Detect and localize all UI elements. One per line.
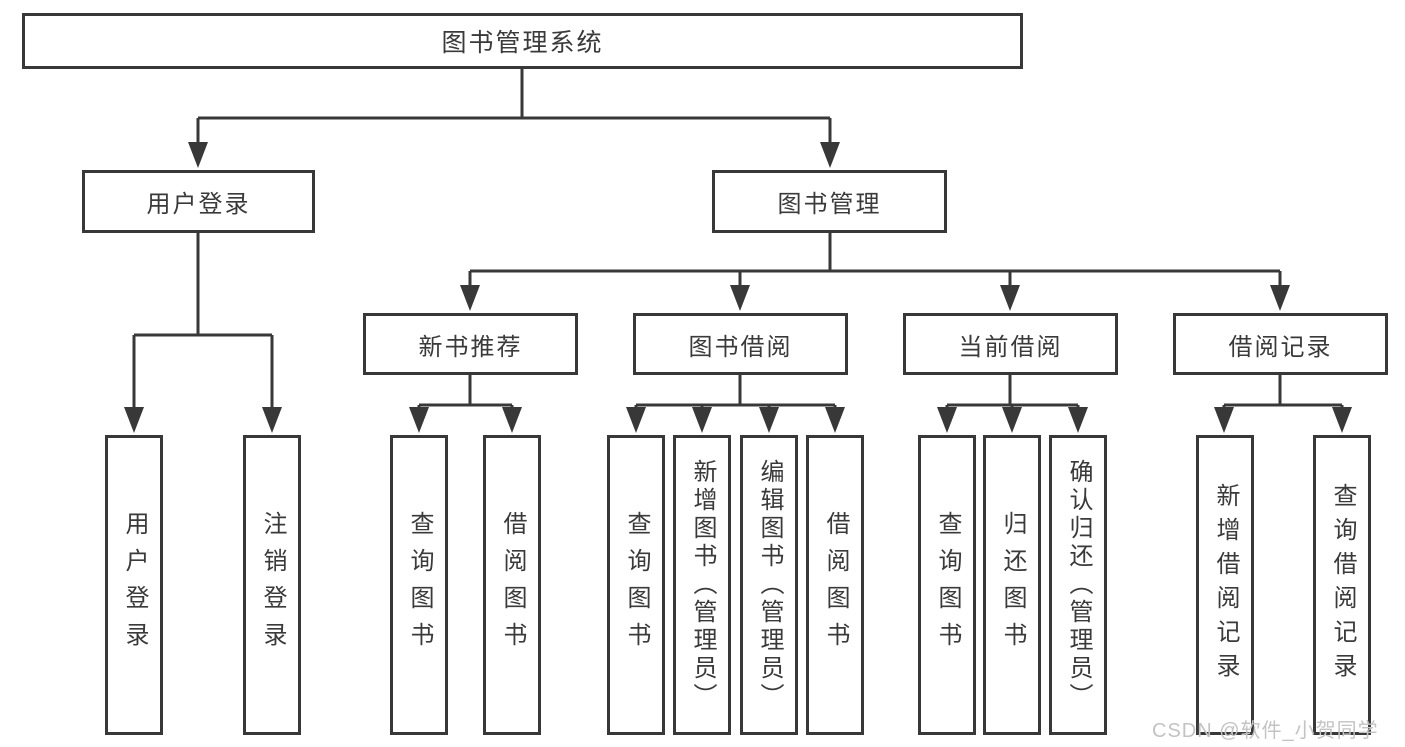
leaf-label: 归还图书 (999, 511, 1026, 659)
node-book-management: 图书管理 (712, 170, 947, 233)
leaf-label: 确认归还（管理员） (1065, 459, 1092, 711)
node-new-book-recommend: 新书推荐 (363, 313, 578, 375)
leaf-label: 新增借阅记录 (1212, 483, 1239, 687)
leaf-logout: 注销登录 (243, 435, 301, 735)
leaf-label: 查询图书 (934, 511, 961, 659)
leaf-user-login: 用户登录 (105, 435, 163, 735)
leaf-add-book-admin: 新增图书（管理员） (673, 435, 731, 735)
leaf-label: 借阅图书 (499, 511, 526, 659)
leaf-label: 编辑图书（管理员） (756, 459, 783, 711)
leaf-borrow-book: 借阅图书 (806, 435, 864, 735)
leaf-query-borrow-record: 查询借阅记录 (1313, 435, 1371, 735)
leaf-label: 注销登录 (259, 511, 286, 659)
node-root-system: 图书管理系统 (22, 13, 1023, 69)
leaf-confirm-return-admin: 确认归还（管理员） (1049, 435, 1107, 735)
leaf-edit-book-admin: 编辑图书（管理员） (740, 435, 798, 735)
leaf-query-book-recommend: 查询图书 (390, 435, 448, 735)
leaf-add-borrow-record: 新增借阅记录 (1196, 435, 1254, 735)
leaf-query-book-borrow: 查询图书 (607, 435, 665, 735)
leaf-label: 借阅图书 (822, 511, 849, 659)
leaf-label: 查询图书 (623, 511, 650, 659)
leaf-label: 查询图书 (406, 511, 433, 659)
leaf-label: 查询借阅记录 (1329, 483, 1356, 687)
leaf-borrow-book-recommend: 借阅图书 (483, 435, 541, 735)
leaf-label: 用户登录 (121, 511, 148, 659)
leaf-label: 新增图书（管理员） (689, 459, 716, 711)
arrowheads (124, 142, 1352, 433)
node-borrow-records: 借阅记录 (1173, 313, 1388, 375)
leaf-return-book: 归还图书 (983, 435, 1041, 735)
node-book-borrow: 图书借阅 (633, 313, 848, 375)
leaf-query-book-current: 查询图书 (918, 435, 976, 735)
node-user-login: 用户登录 (82, 170, 315, 233)
node-current-borrow: 当前借阅 (903, 313, 1118, 375)
csdn-watermark: CSDN @软件_小贺同学 (1152, 720, 1379, 742)
